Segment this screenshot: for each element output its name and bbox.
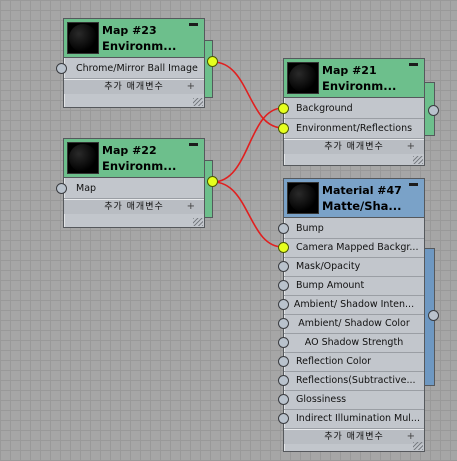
slot-row[interactable]: Mask/Opacity — [284, 257, 424, 277]
input-socket[interactable] — [278, 299, 289, 310]
node-header[interactable]: Material #47 Matte/Sha... — [284, 179, 424, 218]
slot-row[interactable]: Bump — [284, 219, 424, 239]
additional-params-rollout[interactable]: 추가 매개변수 + — [64, 79, 204, 94]
slot-row[interactable]: Background — [284, 99, 424, 119]
material-preview — [287, 182, 319, 214]
additional-params-rollout[interactable]: 추가 매개변수 + — [64, 199, 204, 214]
wire-map22-to-background — [212, 107, 284, 183]
minimize-icon[interactable] — [409, 183, 418, 186]
slot-label: Mask/Opacity — [296, 261, 361, 272]
node-title: Map #21 — [322, 64, 377, 77]
node-header[interactable]: Map #21 Environm... — [284, 59, 424, 98]
slot-row[interactable]: Glossiness — [284, 390, 424, 410]
slot-row[interactable]: Camera Mapped Backgr... — [284, 238, 424, 258]
input-socket-environment-reflections[interactable] — [278, 123, 289, 134]
slot-label: Background — [296, 103, 353, 114]
output-socket[interactable] — [207, 56, 218, 67]
material-preview — [67, 142, 99, 174]
slot-row[interactable]: Indirect Illumination Mul... — [284, 409, 424, 429]
input-socket[interactable] — [278, 356, 289, 367]
additional-params-rollout[interactable]: 추가 매개변수 + — [284, 139, 424, 154]
node-subtitle: Matte/Sha... — [322, 199, 402, 213]
input-socket[interactable] — [278, 223, 289, 234]
input-socket-background[interactable] — [278, 103, 289, 114]
output-socket[interactable] — [207, 176, 218, 187]
input-socket[interactable] — [278, 337, 289, 348]
resize-handle-icon[interactable] — [413, 156, 423, 164]
slot-row[interactable]: Reflections(Subtractive... — [284, 371, 424, 391]
minimize-icon[interactable] — [189, 143, 198, 146]
expand-plus-icon[interactable]: + — [406, 431, 416, 442]
node-title: Material #47 — [322, 184, 402, 197]
slot-label: Environment/Reflections — [296, 123, 413, 134]
material-preview — [287, 62, 319, 94]
slot-label: Ambient/ Shadow Inten... — [293, 299, 415, 310]
input-socket[interactable] — [56, 63, 67, 74]
input-socket[interactable] — [278, 318, 289, 329]
output-socket[interactable] — [428, 310, 439, 321]
input-socket[interactable] — [278, 394, 289, 405]
slot-row[interactable]: Bump Amount — [284, 276, 424, 296]
slot-row[interactable]: Ambient/ Shadow Inten... — [284, 295, 424, 315]
node-header[interactable]: Map #23 Environm... — [64, 19, 204, 58]
rollout-label: 추가 매개변수 — [324, 142, 384, 152]
expand-plus-icon[interactable]: + — [186, 201, 196, 212]
slot-row[interactable]: Reflection Color — [284, 352, 424, 372]
input-socket[interactable] — [278, 413, 289, 424]
minimize-icon[interactable] — [189, 23, 198, 26]
slot-row[interactable]: Chrome/Mirror Ball Image — [64, 59, 204, 79]
slot-label: Indirect Illumination Mul... — [296, 413, 420, 424]
input-socket[interactable] — [278, 375, 289, 386]
input-socket[interactable] — [278, 261, 289, 272]
slot-label: Reflections(Subtractive... — [296, 375, 416, 386]
resize-handle-icon[interactable] — [413, 442, 423, 450]
slot-row[interactable]: Ambient/ Shadow Color — [284, 314, 424, 334]
wire-map23-to-environment-reflections — [212, 61, 284, 129]
slot-label: Camera Mapped Backgr... — [296, 242, 419, 253]
expand-plus-icon[interactable]: + — [406, 141, 416, 152]
slot-label: Chrome/Mirror Ball Image — [76, 63, 198, 74]
minimize-icon[interactable] — [409, 63, 418, 66]
expand-plus-icon[interactable]: + — [186, 81, 196, 92]
node-title: Map #23 — [102, 24, 157, 37]
node-subtitle: Environm... — [102, 39, 177, 53]
additional-params-rollout[interactable]: 추가 매개변수 + — [284, 429, 424, 444]
slot-label: Glossiness — [296, 394, 347, 405]
slot-row[interactable]: AO Shadow Strength — [284, 333, 424, 353]
slot-label: AO Shadow Strength — [304, 337, 404, 348]
rollout-label: 추가 매개변수 — [324, 432, 384, 442]
slot-label: Map — [76, 183, 97, 194]
wire-map22-to-camera-mapped-background — [212, 181, 284, 248]
slot-label: Reflection Color — [296, 356, 372, 367]
input-socket-camera-mapped-background[interactable] — [278, 242, 289, 253]
slot-row[interactable]: Environment/Reflections — [284, 119, 424, 139]
input-socket[interactable] — [56, 183, 67, 194]
slot-label: Bump — [296, 223, 324, 234]
resize-handle-icon[interactable] — [193, 98, 203, 106]
slot-row[interactable]: Map — [64, 179, 204, 199]
rollout-label: 추가 매개변수 — [104, 82, 164, 92]
rollout-label: 추가 매개변수 — [104, 202, 164, 212]
slot-label: Bump Amount — [296, 280, 365, 291]
node-header[interactable]: Map #22 Environm... — [64, 139, 204, 178]
input-socket[interactable] — [278, 280, 289, 291]
material-preview — [67, 22, 99, 54]
slot-label: Ambient/ Shadow Color — [298, 318, 410, 329]
node-title: Map #22 — [102, 144, 157, 157]
output-socket[interactable] — [428, 105, 439, 116]
resize-handle-icon[interactable] — [193, 218, 203, 226]
node-subtitle: Environm... — [102, 159, 177, 173]
node-subtitle: Environm... — [322, 79, 397, 93]
